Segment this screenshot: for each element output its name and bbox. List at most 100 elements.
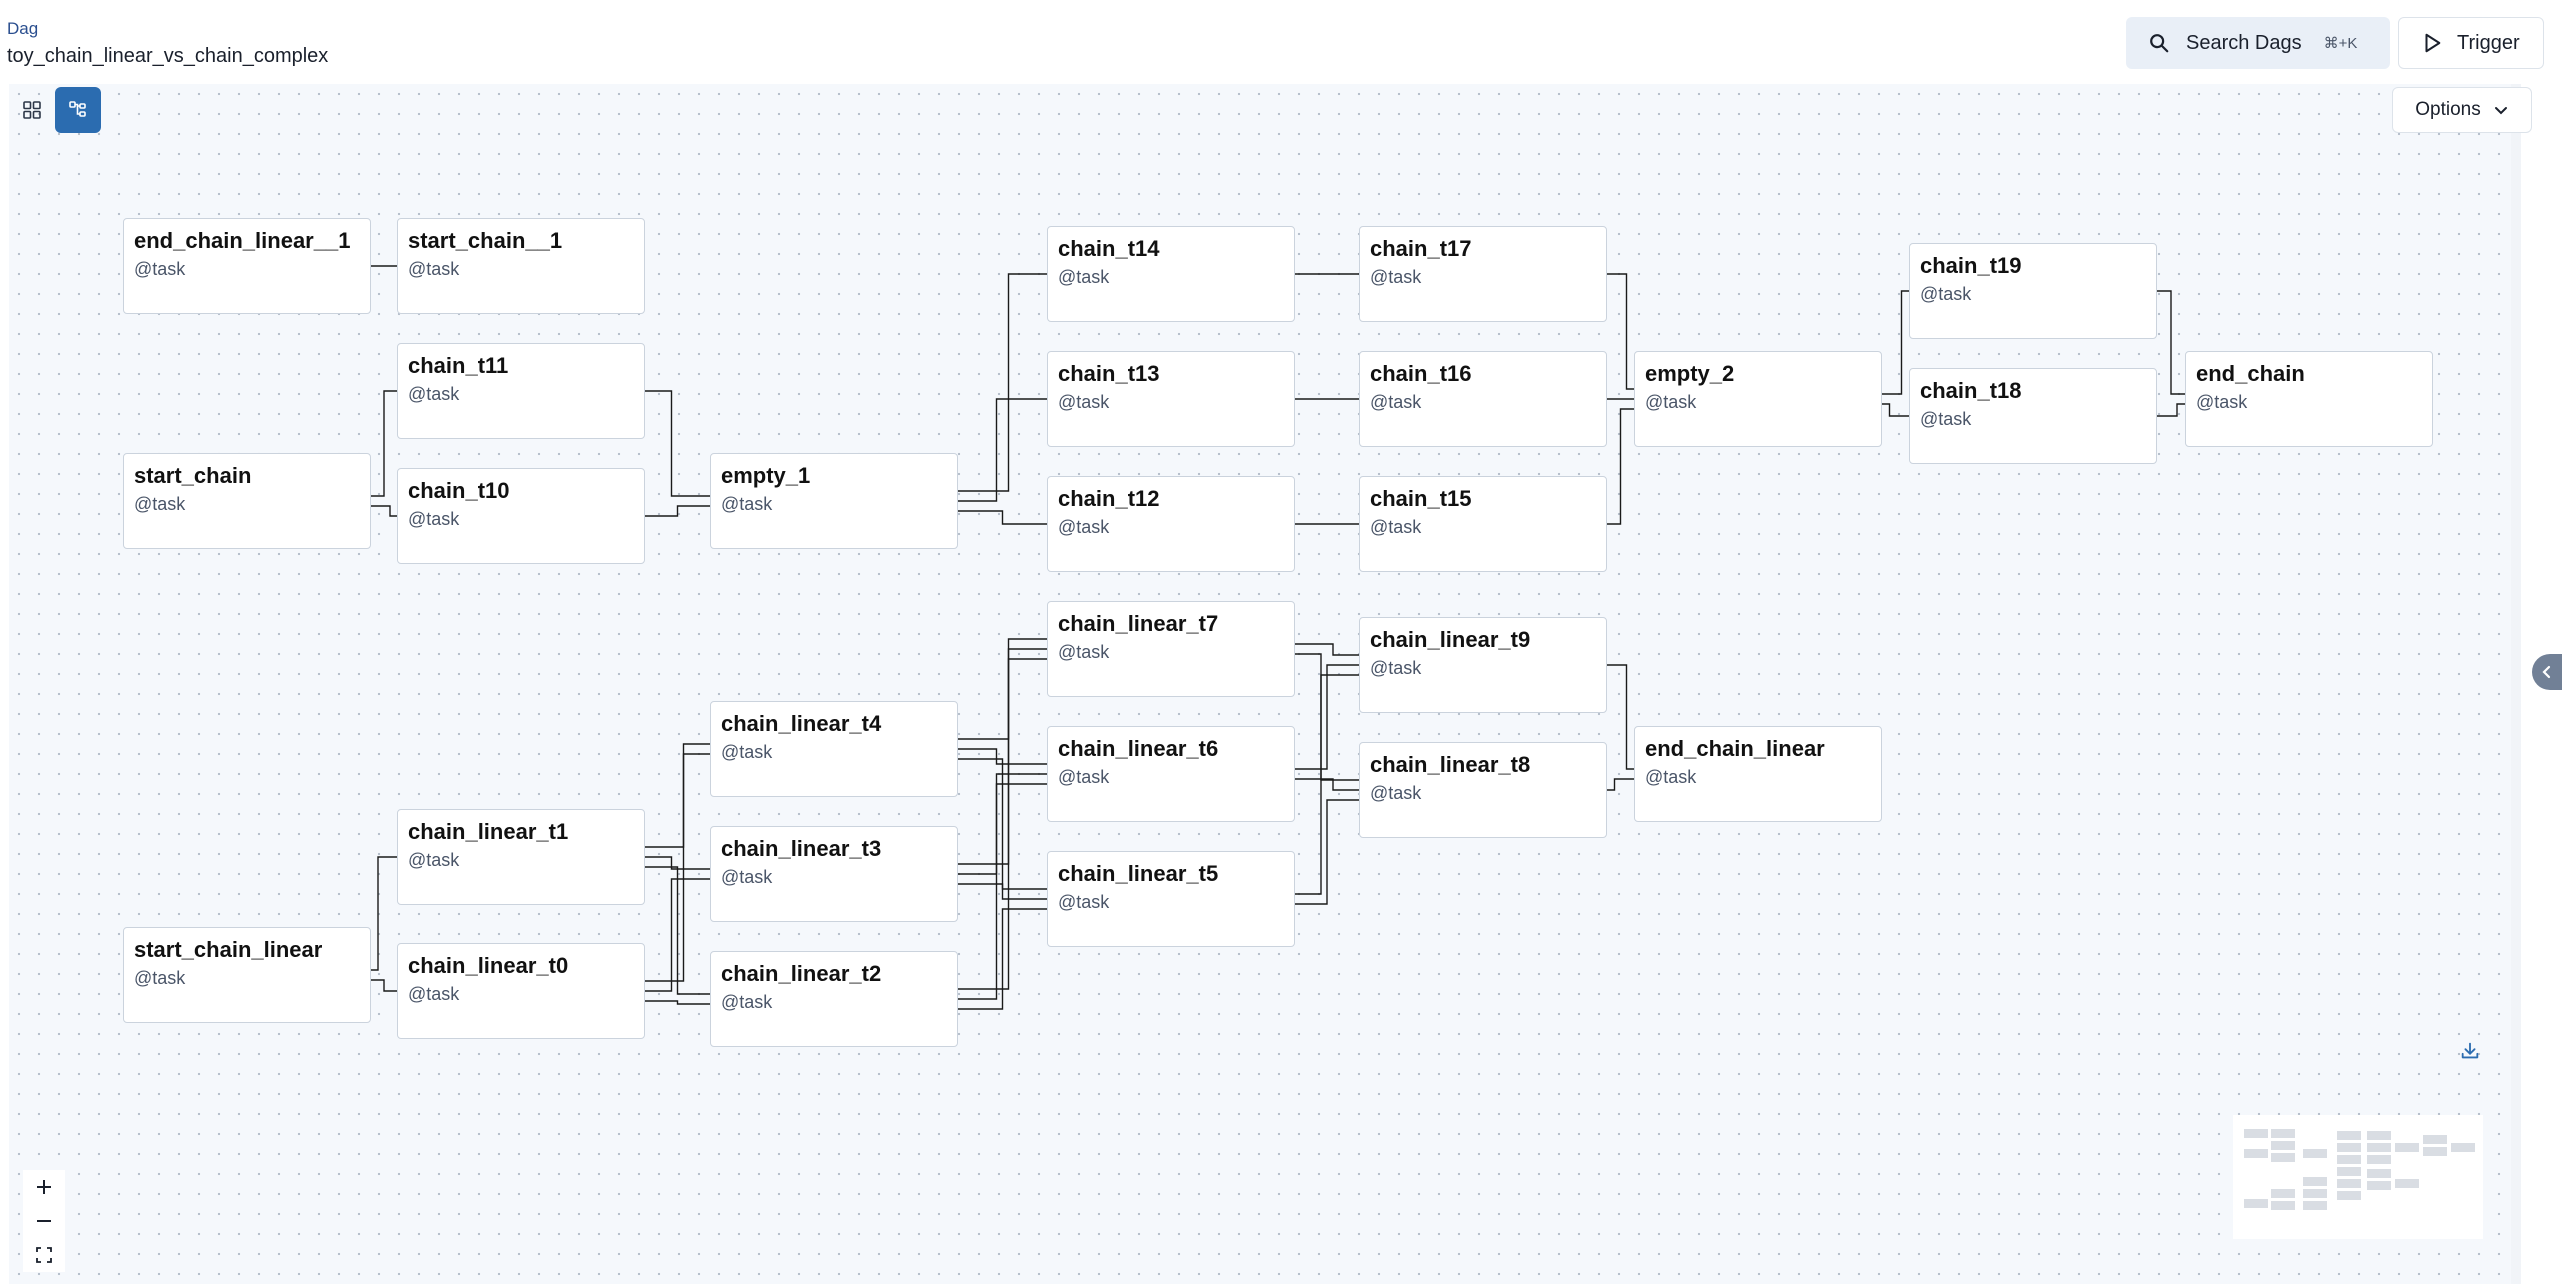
task-node[interactable]: end_chain_linear__1@task — [123, 218, 371, 314]
task-node[interactable]: chain_t18@task — [1909, 368, 2157, 464]
task-node[interactable]: chain_linear_t0@task — [397, 943, 645, 1039]
dag-edge — [958, 273, 1047, 492]
zoom-out-icon — [37, 1220, 51, 1222]
download-button[interactable] — [2459, 1040, 2481, 1067]
trigger-button[interactable]: Trigger — [2398, 17, 2544, 69]
dag-edge — [1607, 664, 1634, 770]
task-node[interactable]: end_chain_linear @task — [1634, 726, 1882, 822]
task-node[interactable]: chain_linear_t5@task — [1047, 851, 1295, 947]
grid-view-button[interactable] — [9, 87, 55, 133]
dag-edge — [958, 398, 1047, 502]
task-label: chain_linear_t3 — [721, 836, 882, 861]
dag-edge — [958, 883, 1047, 900]
dag-edge — [645, 743, 710, 848]
task-type: @task — [1645, 767, 1697, 787]
dag-edge — [958, 658, 1047, 990]
dag-edge — [371, 979, 397, 992]
dag-edge — [1295, 778, 1359, 791]
minimap[interactable] — [2233, 1115, 2483, 1239]
task-label: chain_linear_t0 — [408, 953, 569, 978]
options-button[interactable]: Options — [2392, 87, 2532, 133]
graph-view-button[interactable] — [55, 87, 101, 133]
play-icon — [2425, 33, 2441, 53]
dag-edge — [645, 866, 710, 995]
task-node[interactable]: chain_linear_t3@task — [710, 826, 958, 922]
search-shortcut: ⌘+K — [2323, 35, 2358, 52]
dag-edge — [958, 748, 1047, 765]
task-node[interactable]: chain_t11@task — [397, 343, 645, 439]
task-node[interactable]: chain_t19@task — [1909, 243, 2157, 339]
task-label: chain_linear_t2 — [721, 961, 882, 986]
dag-edge — [1607, 408, 1634, 525]
task-label: start_chain_linear — [134, 937, 323, 962]
dag-edge — [645, 505, 710, 517]
dag-edge — [2157, 290, 2185, 395]
task-label: end_chain — [2196, 361, 2305, 386]
task-node[interactable]: start_chain__1@task — [397, 218, 645, 314]
options-label: Options — [2415, 99, 2481, 120]
zoom-in-icon — [37, 1180, 51, 1194]
grid-view-icon — [23, 101, 41, 119]
task-label: end_chain_linear — [1645, 736, 1825, 761]
task-node[interactable]: start_chain_linear @task — [123, 927, 371, 1023]
task-node[interactable]: chain_linear_t9@task — [1359, 617, 1607, 713]
task-node[interactable]: end_chain@task — [2185, 351, 2433, 447]
task-node[interactable]: chain_linear_t8@task — [1359, 742, 1607, 838]
task-node[interactable]: chain_linear_t7@task — [1047, 601, 1295, 697]
search-dags-button[interactable]: Search Dags ⌘+K — [2126, 17, 2390, 69]
task-node[interactable]: chain_t10@task — [397, 468, 645, 564]
chevron-left-icon — [2542, 665, 2551, 679]
dag-edge — [958, 783, 1047, 1000]
view-mode-toggle — [9, 87, 101, 133]
zoom-out-button[interactable] — [23, 1204, 65, 1238]
dag-edge — [371, 505, 397, 517]
task-node[interactable]: chain_linear_t6@task — [1047, 726, 1295, 822]
task-label: empty_1 — [721, 463, 811, 488]
task-label: chain_linear_t7 — [1058, 611, 1219, 636]
task-node[interactable]: chain_linear_t1@task — [397, 809, 645, 905]
task-label: chain_t11 — [408, 353, 509, 378]
task-type: @task — [1645, 392, 1697, 412]
download-icon — [2461, 1042, 2479, 1059]
dag-edge — [2157, 403, 2185, 417]
dag-edge — [1295, 664, 1359, 770]
task-type: @task — [1058, 517, 1110, 537]
task-label: chain_linear_t9 — [1370, 627, 1531, 652]
task-label: chain_t17 — [1370, 236, 1472, 261]
task-node[interactable]: chain_t12 @task — [1047, 476, 1295, 572]
graph-view-icon — [69, 101, 86, 117]
task-node[interactable]: chain_t15@task — [1359, 476, 1607, 572]
canvas-scroll-edge — [2511, 84, 2521, 1284]
page-subtitle: Dag — [7, 19, 39, 38]
task-node[interactable]: chain_linear_t4@task — [710, 701, 958, 797]
details-panel-toggle[interactable] — [2532, 654, 2562, 690]
dag-edge — [1295, 799, 1359, 905]
dag-edge — [645, 753, 710, 982]
dag-edge — [371, 856, 397, 971]
task-label: chain_t12 — [1058, 486, 1160, 511]
task-label: empty_2 — [1645, 361, 1735, 386]
task-node[interactable]: chain_linear_t2@task — [710, 951, 958, 1047]
task-node[interactable]: empty_2 @task — [1634, 351, 1882, 447]
dag-edge — [1295, 674, 1359, 895]
task-node[interactable]: chain_t14@task — [1047, 226, 1295, 322]
dag-edge — [1295, 643, 1359, 656]
task-node[interactable]: chain_t17@task — [1359, 226, 1607, 322]
task-label: chain_t10 — [408, 478, 510, 503]
zoom-in-button[interactable] — [23, 1170, 65, 1204]
fit-view-button[interactable] — [23, 1238, 65, 1272]
task-label: chain_t13 — [1058, 361, 1160, 386]
dag-edge — [645, 856, 710, 870]
task-type: @task — [134, 968, 186, 988]
task-type: @task — [1058, 767, 1110, 787]
task-label: end_chain_linear__1 — [134, 228, 351, 253]
task-node[interactable]: chain_t13@task — [1047, 351, 1295, 447]
minimap-preview — [2244, 1129, 2475, 1210]
task-label: chain_t15 — [1370, 486, 1472, 511]
task-node[interactable]: start_chain@task — [123, 453, 371, 549]
task-label: chain_t19 — [1920, 253, 2022, 278]
task-node[interactable]: chain_t16@task — [1359, 351, 1607, 447]
task-node[interactable]: empty_1@task — [710, 453, 958, 549]
dag-edge — [958, 908, 1047, 1010]
